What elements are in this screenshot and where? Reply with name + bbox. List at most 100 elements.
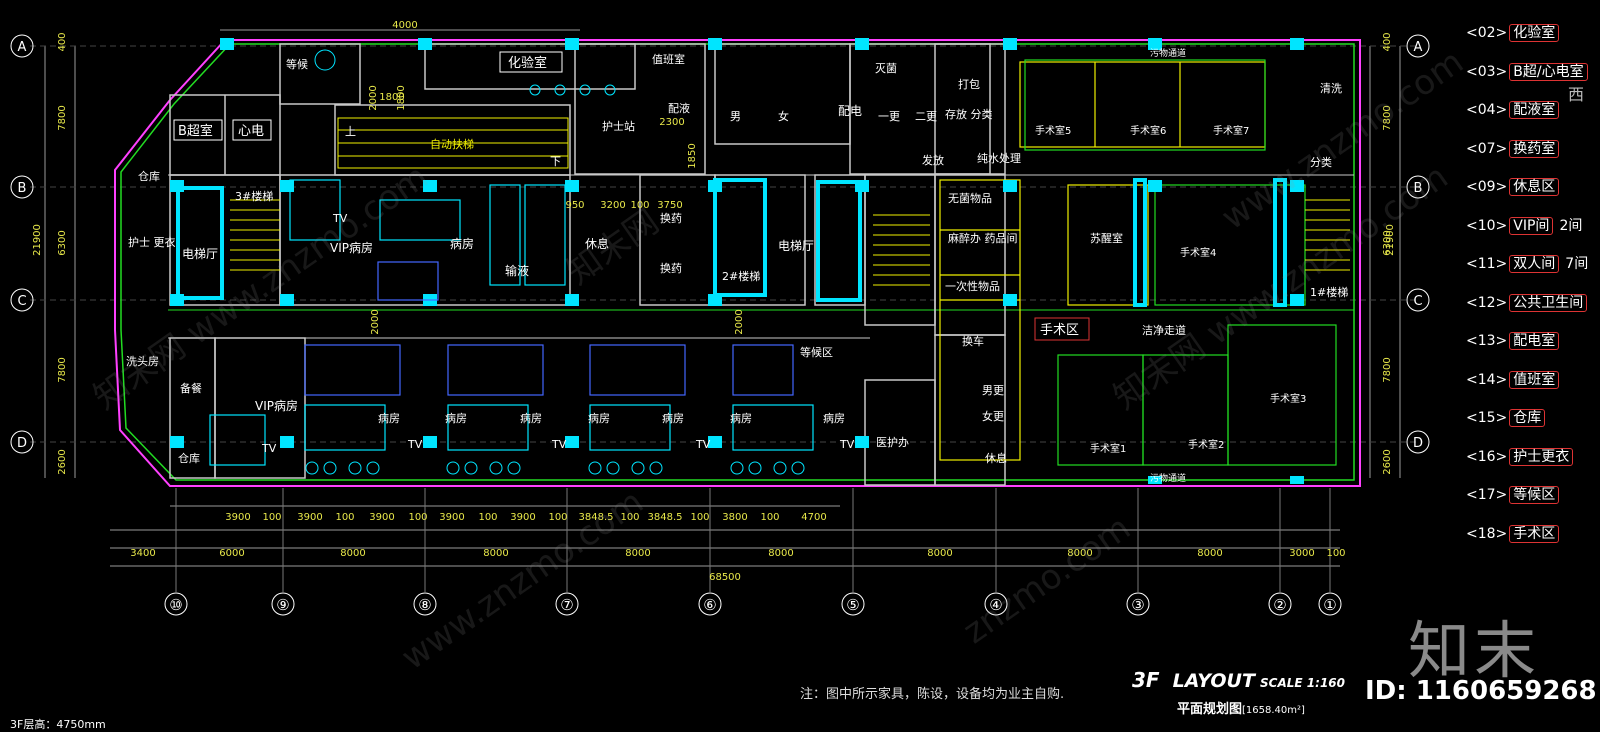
room-waiting-top: 等候 — [286, 57, 308, 71]
room-infusion: 输液 — [505, 263, 529, 278]
room-dispatch: 发放 — [922, 153, 944, 167]
room-ward-c: 病房 — [445, 411, 467, 425]
legend-name: 配液室 — [1509, 101, 1560, 119]
room-vip-ward: VIP病房 — [330, 240, 373, 255]
room-ward-d: 病房 — [520, 411, 542, 425]
dim-text: 3900 — [225, 512, 250, 523]
dim-text: 6300 — [57, 230, 68, 255]
row-bubble: B — [1406, 175, 1430, 199]
room-storage: 存放 分类 — [945, 107, 993, 121]
legend-name: 公共卫生间 — [1509, 293, 1588, 312]
room-elevator-hall: 电梯厅 — [182, 247, 218, 261]
dim-text: 400 — [1382, 32, 1393, 51]
dim-text: 4700 — [801, 512, 826, 523]
col-bubble: ⑨ — [271, 488, 295, 616]
room-rest2: 休息 — [985, 451, 1007, 465]
room-lab: 化验室 — [508, 55, 547, 71]
room-pure-water: 纯水处理 — [977, 152, 1021, 165]
room-male: 男 — [730, 110, 741, 123]
room-tv-2: TV — [407, 438, 423, 451]
dim-text: 3900 — [369, 512, 394, 523]
room-store2: 仓库 — [178, 451, 200, 465]
dim-text: 7800 — [1382, 357, 1393, 382]
room-nurse-station: 护士站 — [602, 119, 635, 133]
legend-code: <17> — [1466, 487, 1508, 503]
dim-text: 2600 — [1382, 449, 1393, 474]
legend-code: <13> — [1466, 333, 1508, 349]
dim-text: 8000 — [340, 548, 365, 559]
room-wash-hair: 洗头房 — [126, 355, 159, 368]
dim-text: 2000 — [368, 85, 379, 110]
row-bubble: B — [10, 175, 34, 199]
room-pantry: 备餐 — [180, 381, 202, 395]
col-bubble-label: ⑩ — [169, 596, 182, 614]
dim-text: 100 — [335, 512, 354, 523]
room-disposable: 一次性物品 — [945, 279, 1000, 293]
row-bubble-label: C — [17, 294, 26, 309]
dim-text: 2300 — [659, 117, 684, 128]
col-bubble: ③ — [1126, 488, 1150, 616]
room-stair3: 3#楼梯 — [235, 189, 273, 203]
room-escalator: 自动扶梯 — [430, 137, 474, 151]
dim-text: 1800 — [396, 85, 407, 110]
dim-text: 8000 — [483, 548, 508, 559]
legend-code: <10> — [1466, 217, 1508, 234]
legend-item: <13>配电室 — [1466, 330, 1560, 352]
room-tv-3: TV — [551, 438, 567, 451]
room-surgery-zone: 手术区 — [1040, 323, 1079, 338]
room-tv-1: TV — [261, 442, 277, 455]
col-bubble-label: ① — [1323, 596, 1336, 614]
dimension-lines — [44, 29, 1401, 567]
room-stair2: 2#楼梯 — [722, 269, 760, 283]
legend-item: <16>护士更衣 — [1466, 446, 1574, 468]
legend-item: <07>换药室 — [1466, 138, 1560, 160]
room-female-change: 女更 — [982, 409, 1004, 423]
layout-area: [1658.40m²] — [1242, 705, 1305, 716]
room-dirty-corridor-top: 污物通道 — [1150, 47, 1186, 59]
dim-text: 100 — [620, 512, 639, 523]
layout-title: 3F LAYOUT SCALE 1:160 — [1132, 668, 1345, 692]
room-stair1: 1#楼梯 — [1310, 285, 1348, 299]
room-change-drug-a: 换药 — [660, 211, 682, 225]
dim-text: 3900 — [297, 512, 322, 523]
dim-text: 6000 — [219, 548, 244, 559]
room-ward-g: 病房 — [730, 411, 752, 425]
col-bubble: ⑧ — [413, 488, 437, 616]
room-lab-box: 化验室 — [499, 51, 563, 73]
dim-text: 21900 — [1385, 224, 1396, 256]
room-sort: 分类 — [1310, 155, 1332, 169]
room-change-bed: 换车 — [962, 334, 984, 348]
room-elevator-hall2: 电梯厅 — [778, 239, 814, 253]
col-bubble-label: ⑥ — [703, 596, 716, 614]
room-or7: 手术室7 — [1213, 124, 1249, 137]
image-id: ID: 1160659268 — [1365, 676, 1597, 706]
room-ward-b: 病房 — [378, 411, 400, 425]
dim-text: 100 — [1326, 548, 1345, 559]
legend-item: <04>配液室 — [1466, 99, 1560, 121]
room-tv-4: TV — [695, 438, 711, 451]
legend-item: <02>化验室 — [1466, 22, 1560, 44]
dim-text: 6300 — [1382, 230, 1393, 255]
elevator-shafts — [176, 178, 1287, 307]
row-bubble-label: A — [1414, 40, 1423, 55]
legend-code: <12> — [1466, 294, 1508, 311]
dim-text: 8000 — [768, 548, 793, 559]
room-or3: 手术室3 — [1270, 392, 1306, 405]
dim-text: 100 — [478, 512, 497, 523]
dim-text: 1850 — [687, 143, 698, 168]
legend-item: <12>公共卫生间 — [1466, 292, 1588, 314]
dim-text: 2600 — [57, 449, 68, 474]
legend-extra: 2间 — [1559, 217, 1583, 234]
dim-text: 950 — [565, 200, 584, 211]
col-bubble: ⑥ — [698, 488, 722, 616]
col-bubble-label: ④ — [989, 596, 1002, 614]
row-bubble: C — [1406, 288, 1430, 312]
dim-text: 8000 — [625, 548, 650, 559]
room-anesthesia: 麻醉办 药品间 — [948, 231, 1018, 245]
room-male-change: 男更 — [982, 384, 1004, 397]
row-bubble-label: C — [1413, 294, 1422, 309]
room-waiting-area: 等候区 — [800, 345, 833, 359]
furniture-note: 注：图中所示家具，陈设，设备均为业主自购. — [800, 687, 1065, 702]
room-tv-6: TV — [332, 212, 348, 225]
